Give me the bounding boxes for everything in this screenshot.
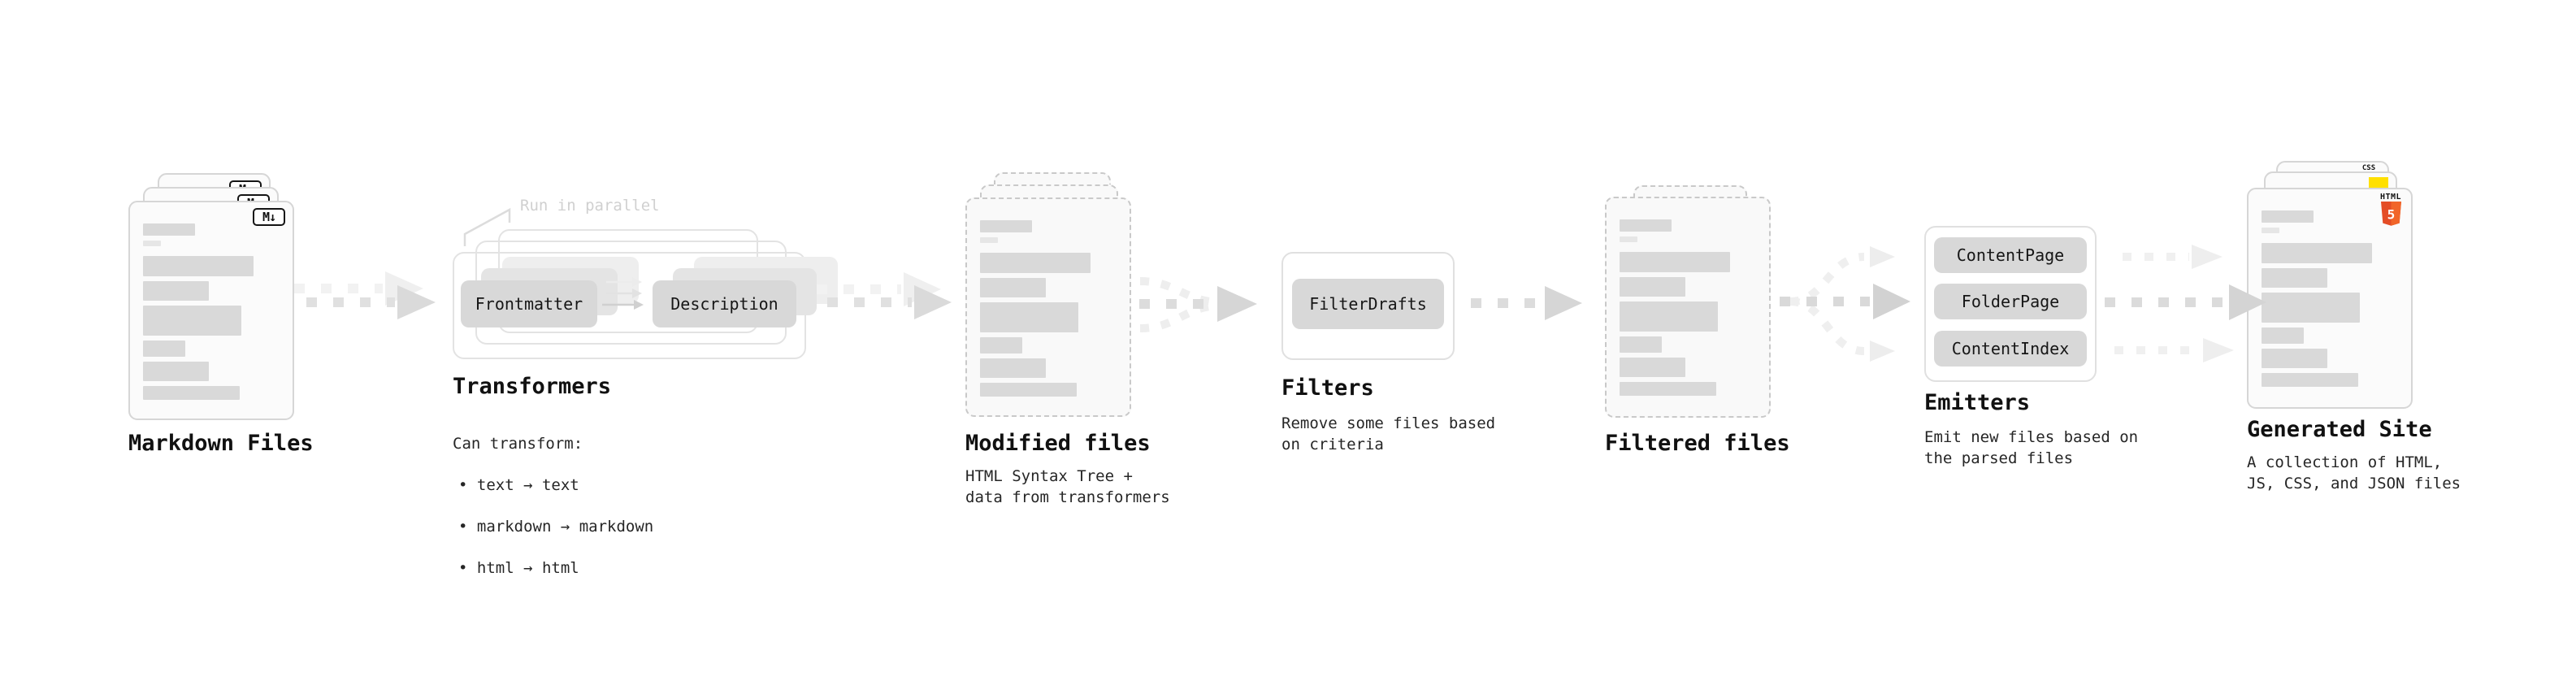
section-caption-modified-files: HTML Syntax Tree + data from transformer… — [965, 467, 1170, 506]
doc-text-bar — [2262, 293, 2360, 323]
html5-icon: HTML 5 — [2377, 193, 2405, 226]
flow-arrow-filters-to-filtered — [1471, 286, 1582, 320]
js-file-icon — [2369, 177, 2388, 189]
doc-text-bar — [980, 358, 1046, 378]
doc-text-bar — [1620, 252, 1731, 272]
file-card-front — [1605, 197, 1771, 418]
doc-text-bar — [980, 383, 1078, 397]
caption-bullet: • markdown → markdown — [458, 518, 654, 536]
doc-text-bar — [143, 281, 209, 301]
svg-text:5: 5 — [2387, 207, 2395, 223]
file-card-front: M↓ — [128, 201, 294, 420]
doc-text-bar — [1620, 236, 1637, 242]
section-caption-generated-site: A collection of HTML, JS, CSS, and JSON … — [2247, 453, 2461, 492]
section-label-emitters: Emitters — [1924, 390, 2031, 415]
doc-content-placeholder — [143, 223, 280, 400]
doc-content-placeholder — [2262, 210, 2398, 387]
flow-arrow-filtered-to-emitters — [1780, 246, 1910, 362]
doc-content-placeholder — [980, 220, 1117, 397]
doc-text-bar — [2262, 373, 2359, 387]
doc-text-bar — [2262, 228, 2279, 233]
doc-text-bar — [2262, 327, 2305, 344]
section-label-filters: Filters — [1281, 375, 1374, 401]
section-caption-emitters: Emit new files based on the parsed files — [1924, 428, 2139, 467]
file-card-front: HTML 5 — [2247, 188, 2413, 409]
doc-text-bar — [1620, 382, 1717, 396]
doc-text-bar — [1620, 219, 1672, 232]
doc-text-bar — [980, 220, 1032, 232]
doc-text-bar — [143, 223, 195, 236]
section-label-transformers: Transformers — [453, 374, 612, 399]
doc-text-bar — [143, 241, 161, 246]
markdown-icon: M↓ — [253, 208, 285, 226]
doc-text-bar — [1620, 301, 1718, 332]
caption-title: Can transform: — [453, 435, 583, 453]
doc-text-bar — [143, 386, 241, 400]
node-content-page: ContentPage — [1934, 237, 2087, 273]
doc-text-bar — [2262, 243, 2373, 263]
caption-bullet: • text → text — [458, 476, 579, 494]
doc-text-bar — [143, 362, 209, 381]
doc-content-placeholder — [1620, 219, 1756, 396]
doc-text-bar — [980, 278, 1046, 297]
flow-arrow-emitters-to-generated — [2105, 245, 2266, 362]
file-card-front — [965, 197, 1131, 417]
section-label-modified-files: Modified files — [965, 431, 1151, 456]
node-folder-page: FolderPage — [1934, 284, 2087, 319]
node-filter-drafts: FilterDrafts — [1292, 279, 1444, 329]
doc-text-bar — [143, 340, 186, 357]
doc-text-bar — [2262, 349, 2327, 368]
run-in-parallel-note: Run in parallel — [520, 197, 660, 215]
flow-arrow-markdown-to-transformers — [294, 271, 436, 319]
section-label-generated-site: Generated Site — [2247, 417, 2432, 442]
doc-text-bar — [980, 337, 1023, 354]
doc-text-bar — [980, 237, 998, 243]
section-caption-filters: Remove some files based on criteria — [1281, 414, 1496, 453]
doc-text-bar — [1620, 358, 1685, 377]
doc-text-bar — [143, 256, 254, 276]
caption-bullet: • html → html — [458, 559, 579, 577]
doc-text-bar — [2262, 210, 2314, 223]
node-content-index: ContentIndex — [1934, 331, 2087, 367]
doc-text-bar — [143, 306, 241, 336]
html5-shield: 5 — [2380, 202, 2401, 226]
doc-text-bar — [2262, 268, 2327, 288]
doc-text-bar — [1620, 277, 1685, 297]
node-frontmatter: Frontmatter — [461, 280, 597, 327]
doc-text-bar — [1620, 336, 1663, 353]
flow-arrow-modified-to-filters — [1139, 277, 1257, 332]
doc-text-bar — [980, 302, 1078, 332]
section-label-markdown-files: Markdown Files — [128, 431, 314, 456]
node-description: Description — [653, 280, 796, 327]
doc-text-bar — [980, 253, 1091, 273]
section-label-filtered-files: Filtered files — [1605, 431, 1790, 456]
section-caption-transformers: Can transform: • text → text • markdown … — [453, 412, 653, 600]
